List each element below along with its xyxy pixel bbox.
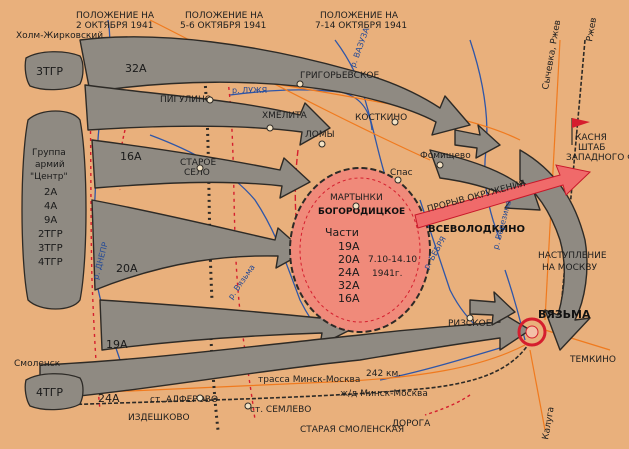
army-group-title-1: Группа (32, 148, 66, 158)
army-24a: 24А (98, 392, 120, 405)
pocket-parts-label: Части (325, 226, 359, 239)
vyazma-label: ВЯЗЬМА (538, 308, 591, 321)
label-spas: Спас (390, 168, 413, 178)
panzer-group-4-label: 4ТГР (36, 386, 63, 399)
arrow-north-outer (79, 36, 471, 136)
label-staraya-1: СТАРАЯ СМОЛЕНСКАЯ (300, 425, 404, 435)
label-offensive-2: НА МОСКВУ (542, 263, 597, 273)
header-2-line-1: ПОЛОЖЕНИЕ НА (185, 11, 264, 21)
pocket-unit-16a: 16А (338, 292, 360, 305)
army-group-unit-3: 9А (44, 215, 57, 226)
label-grigorievskoe: ГРИГОРЬЕВСКОЕ (300, 71, 379, 81)
label-martynki: МАРТЫНКИ (330, 193, 383, 203)
army-32a: 32А (125, 62, 147, 75)
pocket-unit-32a: 32А (338, 279, 360, 292)
label-temkino: ТЕМКИНО (569, 355, 616, 365)
panzer-group-3: 3ТГР (24, 51, 84, 91)
label-khmelita: ХМЕЛИТА (262, 111, 308, 121)
label-kostkino: КОСТКИНО (355, 113, 407, 123)
label-vsevolodkino: ВСЕВОЛОДКИНО (428, 224, 525, 235)
vyazma-city: ВЯЗЬМА (517, 308, 591, 347)
header-1-line-1: ПОЛОЖЕНИЕ НА (76, 11, 155, 21)
header-3-line-1: ПОЛОЖЕНИЕ НА (320, 11, 399, 21)
army-19a: 19А (106, 338, 128, 351)
label-alferovo: ст. АЛФЕРОВО (150, 395, 218, 405)
arrow-small-2 (469, 291, 516, 326)
label-staroe-selo-1: СТАРОЕ (180, 158, 216, 168)
label-trassa: трасса Минск-Москва (258, 375, 360, 385)
header-1-line-2: 2 ОКТЯБРЯ 1941 (76, 21, 153, 31)
army-group-unit-4: 2ТГР (38, 229, 63, 240)
label-semlevo: ст. СЕМЛЕВО (250, 405, 311, 415)
label-offensive-1: НАСТУПЛЕНИЕ (538, 251, 607, 261)
panzer-group-3-label: 3ТГР (36, 65, 63, 78)
pocket-unit-20a: 20А (338, 253, 360, 266)
army-group-unit-1: 2А (44, 187, 57, 198)
label-rizskoe: РИЗСКОЕ (448, 319, 492, 329)
arrow-north-inner (84, 84, 331, 146)
army-group-title-2: армий (35, 160, 65, 170)
place-names: Холм-Жирковский ГРИГОРЬЕВСКОЕ ПИГУЛИНО р… (14, 17, 616, 441)
header-2-line-2: 5-6 ОКТЯБРЯ 1941 (180, 21, 266, 31)
label-izdeshkovo: ИЗДЕШКОВО (128, 413, 190, 423)
arrow-small-1 (454, 124, 501, 159)
label-pigulino: ПИГУЛИНО (160, 95, 212, 105)
label-fomintsevo: Фомищево (420, 151, 471, 161)
panzer-group-4: 4ТГР (24, 373, 84, 411)
kasnya-label-1: КАСНЯ (575, 133, 607, 143)
header-3-line-2: 7-14 ОКТЯБРЯ 1941 (315, 21, 407, 31)
label-zhd: ж/д Минск-Москва (340, 389, 428, 399)
label-rzhev-rail: Ржев (585, 17, 599, 43)
pocket-dates: 7.10-14.10 (368, 255, 417, 265)
army-20a: 20А (116, 262, 138, 275)
army-group-unit-2: 4А (44, 201, 57, 212)
label-lomy: ЛОМЫ (305, 130, 335, 140)
pocket-unit-24a: 24А (338, 266, 360, 279)
army-group-unit-5: 3ТГР (38, 243, 63, 254)
label-staraya-2: ДОРОГА (392, 419, 431, 429)
army-group-title-3: "Центр" (30, 172, 68, 182)
encirclement-pocket: Части 19А 20А 24А 32А 16А 7.10-14.10 194… (289, 167, 431, 333)
kasnya-label-2: ШТАБ (578, 143, 605, 153)
label-bogoroditskoe: БОГОРОДИЦКОЕ (318, 207, 405, 217)
arrow-south-outer (39, 309, 531, 401)
label-km: 242 км. (366, 369, 401, 379)
label-luzha: р. ЛУЖЯ (232, 86, 267, 95)
pocket-unit-19a: 19А (338, 240, 360, 253)
army-16a: 16А (120, 150, 142, 163)
kasnya-label-3: ЗАПАДНОГО Ф. (566, 153, 629, 163)
arrow-to-moscow (519, 149, 591, 351)
pocket-year: 1941г. (372, 269, 403, 279)
label-kholm: Холм-Жирковский (16, 31, 103, 41)
label-smolensk: Смоленск (14, 359, 61, 369)
army-group-unit-6: 4ТГР (38, 257, 63, 268)
army-labels: 32А 16А 20А 19А 24А (98, 62, 147, 405)
position-headers: ПОЛОЖЕНИЕ НА 2 ОКТЯБРЯ 1941 ПОЛОЖЕНИЕ НА… (76, 11, 407, 31)
army-group-center-panel: Группа армий "Центр" 2А 4А 9А 2ТГР 3ТГР … (21, 110, 87, 310)
hq-flag: КАСНЯ ШТАБ ЗАПАДНОГО Ф. (566, 118, 629, 163)
settlement-markers (196, 80, 474, 410)
label-staroe-selo-2: СЕЛО (184, 168, 210, 178)
